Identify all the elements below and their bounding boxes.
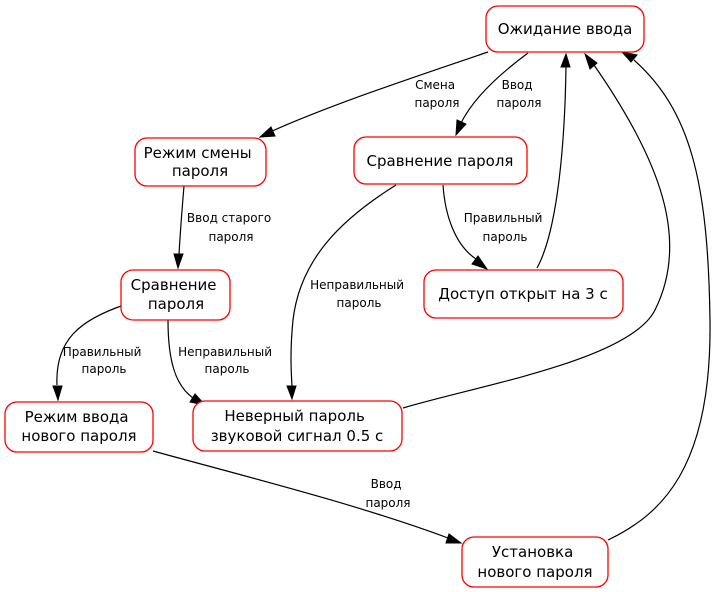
svg-text:Режим ввода нового пар: Режим ввода нового пароля: [21, 408, 136, 445]
edge-compare-left-to-newmode: Правильный пароль: [52, 304, 146, 402]
edge-label-enter-password-bottom: Ввод пароля: [365, 477, 410, 510]
edges: Смена пароля Ввод пароля Ввод старого па…: [52, 51, 711, 544]
edge-waiting-to-change-mode: Смена пароля: [258, 51, 489, 138]
edge-label-correct-password-left: Правильный пароль: [63, 345, 146, 376]
edge-set-to-waiting: [607, 51, 711, 541]
svg-text:Режим смены пароля: Режим смены пароля: [144, 144, 257, 180]
edge-access-to-waiting: [536, 52, 571, 269]
node-compare-password-top: Сравнение пароля: [353, 136, 528, 185]
edge-waiting-to-compare: Ввод пароля: [455, 52, 542, 137]
node-access-open: Доступ открыт на 3 с: [423, 269, 624, 319]
node-change-mode: Режим смены пароля: [134, 137, 267, 187]
node-wrong-password: Неверный пароль звуковой сигнал 0.5 с: [192, 400, 403, 452]
node-compare-password-left: Сравнение пароля: [120, 269, 231, 321]
svg-text:Сравнение пароля: Сравнение пароля: [131, 276, 222, 313]
edge-newmode-to-set: Ввод пароля: [152, 450, 463, 544]
edge-label-change-password: Смена пароля: [414, 78, 459, 110]
edge-label-enter-password: Ввод пароля: [496, 78, 541, 110]
edge-label-wrong-password-left: Неправильный пароль: [178, 345, 276, 376]
svg-text:Неверный пароль звуков: Неверный пароль звуковой сигнал 0.5 с: [211, 407, 384, 445]
edge-compare-left-to-wrong: Неправильный пароль: [167, 319, 276, 406]
edge-label-wrong-password-top: Неправильный пароль: [310, 278, 408, 310]
edge-wrong-to-waiting: [402, 52, 671, 409]
edge-label-enter-old-password: Ввод старого пароля: [187, 211, 275, 244]
edge-compare-to-access: Правильный пароль: [442, 184, 547, 270]
edge-label-correct-password: Правильный пароль: [464, 211, 547, 244]
node-waiting-input: Ожидание ввода: [485, 5, 645, 53]
node-new-input-mode: Режим ввода нового пароля: [4, 401, 154, 453]
svg-text:Установка нового парол: Установка нового пароля: [477, 543, 592, 581]
svg-text:Ожидание ввода: Ожидание ввода: [498, 20, 633, 38]
svg-text:Доступ открыт на 3 с: Доступ открыт на 3 с: [438, 285, 608, 303]
node-set-new-password: Установка нового пароля: [461, 536, 609, 588]
edge-change-to-compare: Ввод старого пароля: [173, 185, 275, 270]
nodes: Ожидание ввода Режим смены пароля Сравне…: [4, 5, 645, 588]
edge-compare-to-wrong: Неправильный пароль: [286, 184, 408, 401]
svg-text:Сравнение пароля: Сравнение пароля: [367, 152, 514, 170]
